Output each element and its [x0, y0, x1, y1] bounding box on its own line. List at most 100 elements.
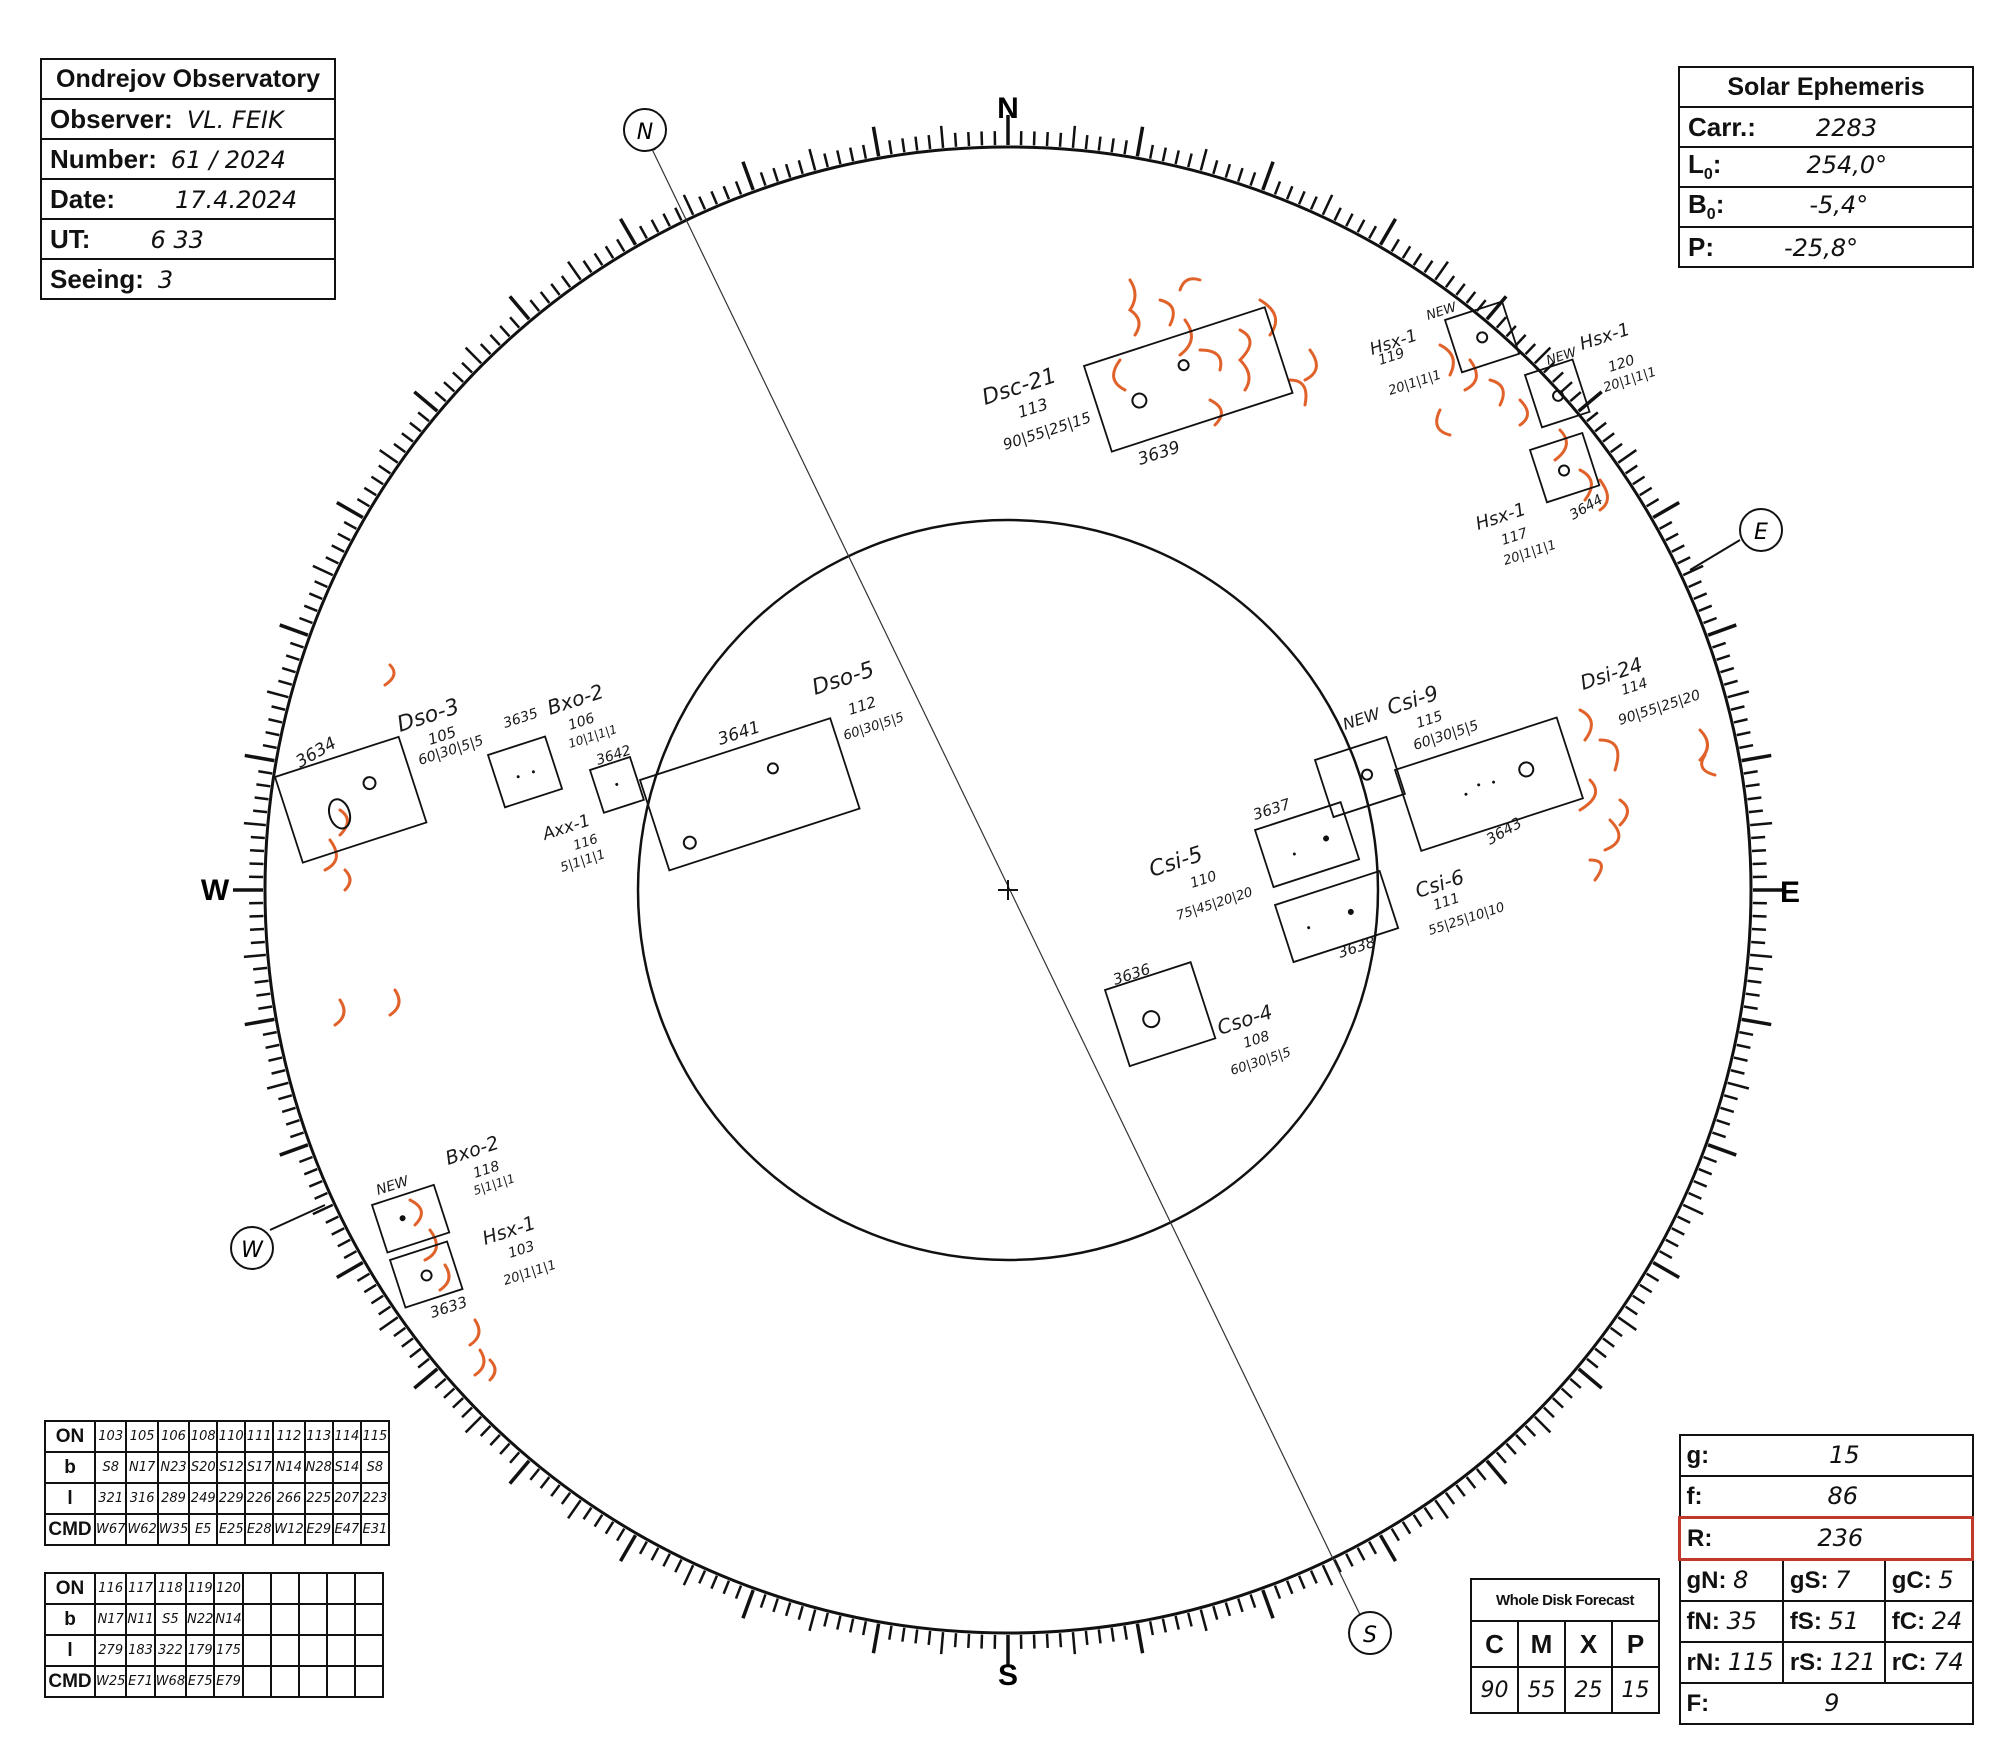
degree-tick: [461, 1406, 473, 1419]
degree-tick: [1401, 245, 1412, 259]
group-table-1-cell: CMD: [44, 1513, 96, 1546]
degree-tick: [1345, 1553, 1354, 1567]
group-box-3635: [486, 735, 564, 809]
degree-tick: [1639, 486, 1653, 497]
degree-tick: [337, 532, 351, 542]
degree-tick: [616, 238, 626, 253]
degree-tick: [401, 432, 414, 443]
group-table-1-cell: N14: [272, 1451, 306, 1484]
degree-tick: [1455, 1484, 1466, 1497]
degree-tick: [378, 1316, 399, 1331]
degree-tick: [1658, 1250, 1673, 1260]
degree-tick: [1741, 1017, 1772, 1027]
label-119-fc: 20|1|1|1: [1387, 368, 1443, 399]
degree-tick: [279, 1143, 309, 1157]
F-value: 9: [1824, 1689, 1840, 1717]
group-table-1-cell: ON: [44, 1420, 96, 1453]
solar-limb: [263, 145, 1753, 1635]
degree-tick: [1465, 291, 1477, 304]
degree-tick: [1707, 1143, 1737, 1157]
degree-tick-ring: [233, 115, 1783, 1665]
group-table-2-cell: E75: [185, 1665, 216, 1698]
degree-tick: [1412, 1514, 1423, 1528]
degree-tick: [722, 1580, 731, 1595]
group-table-1-cell: 115: [359, 1420, 390, 1453]
degree-tick: [1187, 153, 1193, 168]
degree-tick: [417, 411, 430, 423]
group-table-2-cell: N17: [93, 1603, 128, 1636]
degree-tick: [289, 1131, 304, 1139]
degree-tick: [1751, 835, 1766, 840]
group-table-1-cell: E25: [216, 1513, 247, 1546]
degree-tick: [289, 641, 304, 649]
degree-tick: [1110, 1627, 1115, 1642]
degree-tick: [378, 449, 399, 464]
degree-tick: [1199, 148, 1208, 171]
compass-E: E: [1780, 876, 1800, 909]
degree-tick: [1730, 1069, 1745, 1075]
degree-tick: [1733, 718, 1748, 724]
degree-tick: [434, 391, 447, 403]
degree-tick: [784, 1602, 792, 1617]
degree-tick: [722, 185, 731, 200]
degree-tick: [1495, 316, 1507, 329]
label-3636-id: 3636: [1111, 960, 1153, 989]
degree-tick: [582, 1506, 593, 1520]
degree-tick: [1741, 753, 1772, 763]
degree-tick: [1148, 144, 1155, 159]
degree-tick: [1495, 1451, 1507, 1464]
group-table-1-cell: S20: [188, 1451, 219, 1484]
group-table-1-cell: W67: [93, 1513, 128, 1546]
group-box-3634: [273, 735, 428, 864]
group-table-1-cell: S12: [216, 1451, 247, 1484]
degree-tick: [356, 1272, 371, 1282]
label-3643-id: 3643: [1483, 814, 1525, 849]
degree-tick: [1677, 556, 1691, 565]
degree-tick: [1434, 1499, 1449, 1520]
degree-tick: [265, 1043, 280, 1050]
degree-tick: [1199, 1609, 1208, 1632]
degree-tick: [1423, 1506, 1434, 1520]
degree-tick: [1058, 132, 1063, 147]
degree-tick: [1237, 167, 1244, 182]
group-table-2-cell: [353, 1572, 384, 1605]
degree-tick: [1423, 260, 1434, 274]
group-table-1-cell: 114: [331, 1420, 362, 1453]
group-table-2-cell: [353, 1665, 384, 1698]
degree-tick: [1560, 1387, 1573, 1399]
observer-value: VL. FEIK: [186, 105, 284, 134]
group-table-2-cell: [241, 1603, 272, 1636]
degree-tick: [550, 1484, 561, 1497]
degree-tick: [772, 167, 779, 182]
degree-tick: [1723, 679, 1738, 686]
degree-tick: [1321, 1564, 1334, 1586]
degree-tick: [1716, 1119, 1731, 1126]
degree-tick: [1123, 140, 1128, 155]
rc-cell: rC: 74: [1883, 1641, 1974, 1684]
degree-tick: [1297, 1575, 1306, 1590]
group-table-1-cell: 108: [188, 1420, 219, 1453]
degree-tick: [593, 1514, 604, 1528]
degree-tick: [861, 144, 868, 159]
label-119-new: NEW: [1425, 300, 1460, 324]
degree-tick: [861, 1621, 868, 1636]
l0-value: 254,0°: [1806, 151, 1888, 180]
degree-tick: [1390, 238, 1400, 253]
label-3633-fc: 20|1|1|1: [502, 1258, 558, 1289]
degree-tick: [244, 1017, 275, 1027]
g-row: g:15: [1678, 1434, 1974, 1477]
r-value: 236: [1817, 1524, 1864, 1552]
forecast-p-value: 15: [1611, 1666, 1660, 1714]
degree-tick: [343, 520, 358, 530]
degree-tick: [285, 654, 300, 661]
degree-tick: [1720, 1106, 1735, 1114]
label-3635-on: 106: [566, 710, 596, 734]
degree-tick: [1552, 371, 1564, 383]
group-table-1-cell: E31: [359, 1513, 390, 1546]
label-3636-fc: 60|30|5|5: [1229, 1045, 1293, 1079]
degree-tick: [244, 753, 275, 763]
